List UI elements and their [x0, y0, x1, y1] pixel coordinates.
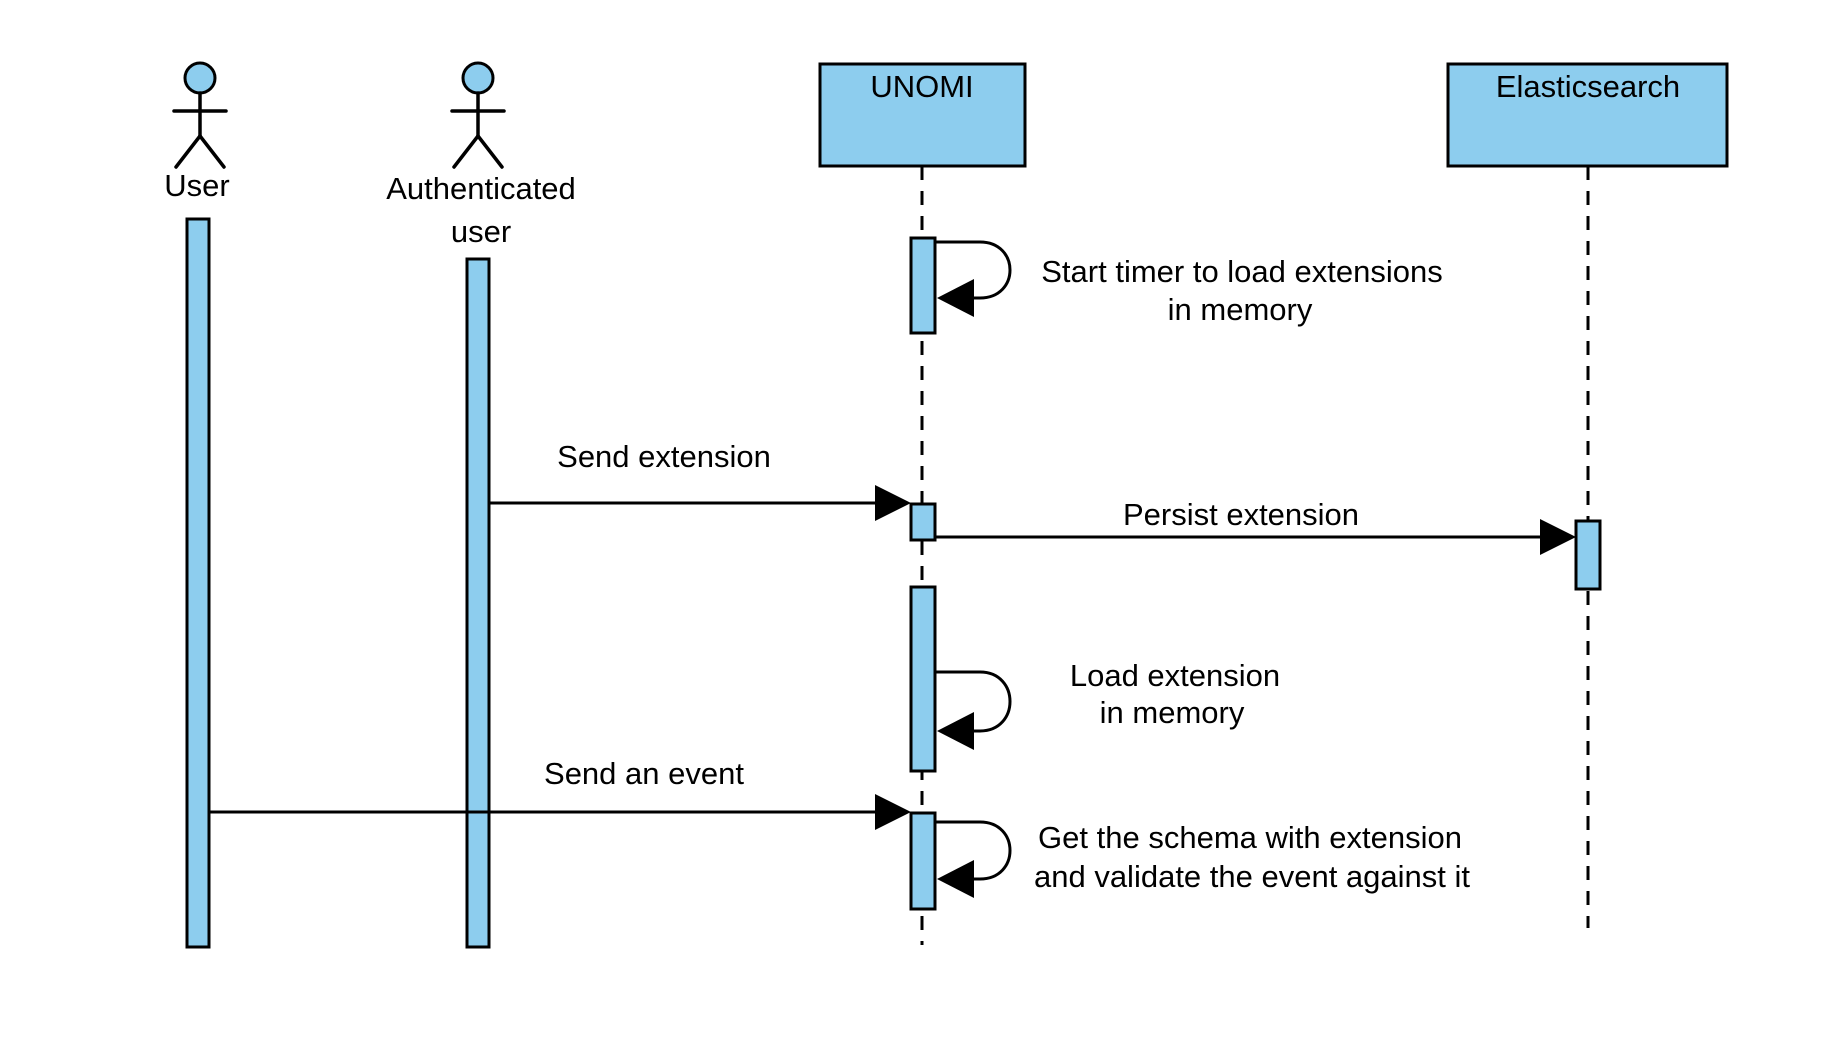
message-send-extension: Send extension	[489, 439, 911, 521]
activation-bar-unomi-receive-extension	[909, 502, 937, 542]
actor-authenticated-user: Authenticated user	[386, 61, 576, 249]
self-message-loop	[935, 240, 1012, 300]
message-label-line2: in memory	[1100, 695, 1245, 730]
message-label-line2: and validate the event against it	[1034, 859, 1470, 894]
message-label: Send extension	[557, 439, 771, 474]
activation-bar-unomi-validate-event	[909, 811, 937, 911]
message-label-line1: Load extension	[1070, 658, 1280, 693]
actor-user: User	[164, 61, 230, 203]
actor-authenticated-user-label-line2: user	[451, 214, 511, 249]
message-label: Send an event	[544, 756, 744, 791]
actor-user-label: User	[164, 168, 229, 203]
arrowhead-icon	[937, 860, 974, 898]
message-persist-extension: Persist extension	[935, 497, 1576, 555]
message-label: Persist extension	[1123, 497, 1359, 532]
arrowhead-icon	[1540, 519, 1576, 555]
self-message-loop	[935, 670, 1012, 733]
activation-bar-unomi-load-extension	[909, 585, 937, 773]
arrowhead-icon	[937, 712, 974, 750]
participant-unomi: UNOMI	[818, 62, 1027, 168]
participant-elasticsearch-box	[1446, 62, 1729, 168]
user-actor-icon	[183, 61, 217, 95]
message-label-line1: Start timer to load extensions	[1041, 254, 1442, 289]
authenticated-user-actor-leg-right	[476, 134, 504, 169]
authenticated-user-actor-icon	[461, 61, 495, 95]
participant-unomi-box	[818, 62, 1027, 168]
arrowhead-icon	[937, 279, 974, 317]
message-send-an-event: Send an event	[209, 756, 911, 830]
arrowhead-icon	[875, 794, 911, 830]
user-actor-leg-left	[174, 134, 202, 169]
participant-elasticsearch: Elasticsearch	[1446, 62, 1729, 168]
participant-elasticsearch-label: Elasticsearch	[1496, 69, 1680, 104]
activation-bar-user	[185, 217, 211, 949]
actor-authenticated-user-label-line1: Authenticated	[386, 171, 576, 206]
message-load-extension: Load extension in memory	[935, 658, 1280, 750]
activation-bar-unomi-start-timer	[909, 236, 937, 335]
message-validate-event: Get the schema with extension and valida…	[935, 820, 1470, 898]
arrowhead-icon	[875, 485, 911, 521]
message-start-timer: Start timer to load extensions in memory	[935, 240, 1443, 327]
activation-bar-elasticsearch	[1574, 519, 1602, 591]
user-actor-leg-right	[198, 134, 226, 169]
activation-bar-authenticated-user	[465, 257, 491, 949]
participant-unomi-label: UNOMI	[870, 69, 973, 104]
self-message-loop	[935, 820, 1012, 881]
authenticated-user-actor-leg-left	[452, 134, 480, 169]
message-label-line1: Get the schema with extension	[1038, 820, 1462, 855]
message-label-line2: in memory	[1168, 292, 1313, 327]
